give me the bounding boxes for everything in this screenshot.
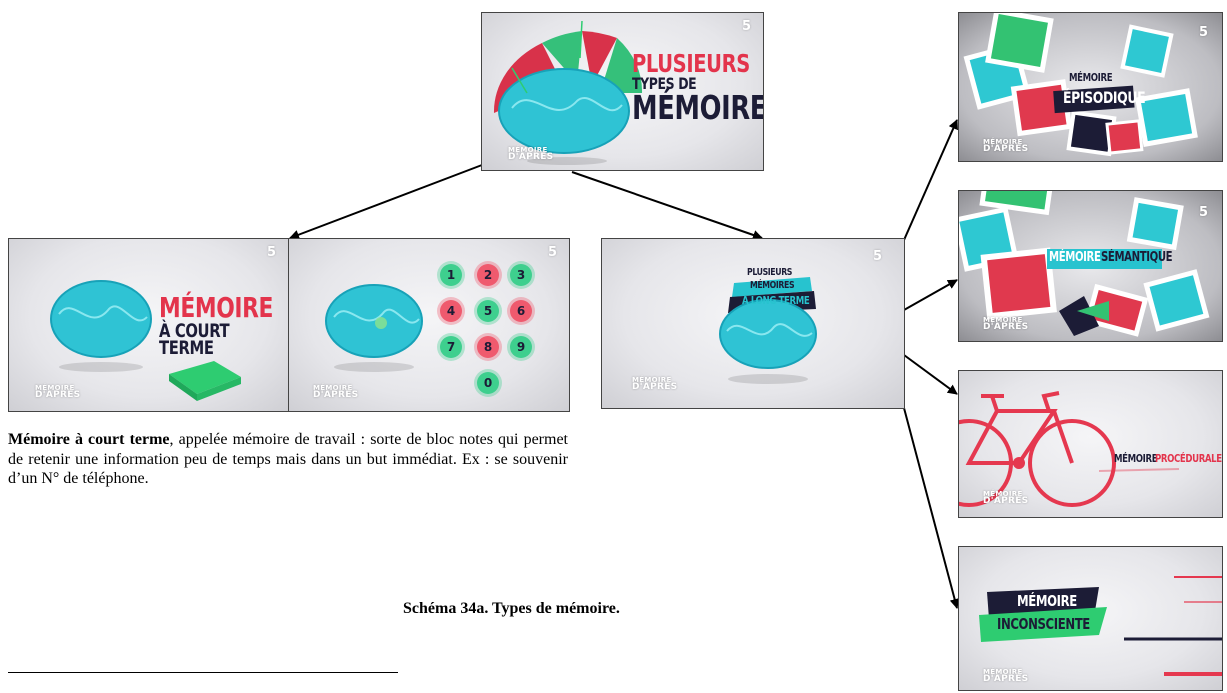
banner-illustration: [979, 576, 1222, 676]
arrow-to-unconscious: [903, 407, 960, 609]
arrow-to-semantic: [903, 279, 958, 311]
channel-logo: 5: [266, 245, 276, 260]
keypad-key-4: 4: [440, 300, 462, 322]
short-term-memory-caption: Mémoire à court terme, appelée mémoire d…: [8, 430, 568, 489]
panel-long-term-memory: PLUSIEURS MÉMOIRES À LONG TERME 5 MÉMOIR…: [601, 238, 905, 409]
channel-logo: 5: [872, 249, 882, 264]
episodic-title-line1: MÉMOIRE: [1069, 71, 1113, 84]
semantic-title-line2: SÉMANTIQUE: [1101, 250, 1173, 265]
brand-small: MÉMOIRE: [35, 384, 75, 392]
keypad-key-2: 2: [477, 264, 499, 286]
channel-logo: 5: [547, 245, 557, 260]
channel-logo: 5: [1198, 25, 1208, 40]
keypad-key-8: 8: [477, 336, 499, 358]
top-title-line3: MÉMOIRE: [632, 88, 764, 127]
bicycle-illustration: [959, 391, 1180, 507]
top-title-line1: PLUSIEURS: [632, 49, 750, 78]
top-title-line2: TYPES DE: [632, 74, 697, 93]
brand-big: D'APRÈS: [508, 152, 554, 162]
photos-collage-illustration: [963, 13, 1198, 157]
brain-notepad-illustration: [50, 280, 241, 401]
brand-big: D'APRÈS: [632, 382, 678, 392]
semantic-title-line1: MÉMOIRE: [1049, 250, 1101, 265]
keypad-key-3: 3: [510, 264, 532, 286]
caption-bold-term: Mémoire à court terme: [8, 431, 170, 448]
brand-small: MÉMOIRE: [313, 384, 353, 392]
procedural-title-line2: PROCÉDURALE: [1155, 452, 1222, 465]
brand-big: D'APRÈS: [983, 674, 1029, 684]
long-term-title-line2: MÉMOIRES: [750, 280, 795, 291]
unconscious-title-line1: MÉMOIRE: [1017, 592, 1077, 610]
channel-logo: 5: [741, 19, 751, 34]
keypad-key-9: 9: [510, 336, 532, 358]
brand-big: D'APRÈS: [983, 496, 1029, 506]
brain-illustration: [325, 284, 423, 372]
figure-title: Schéma 34a. Types de mémoire.: [403, 600, 620, 617]
brand-big: D'APRÈS: [313, 390, 359, 400]
channel-logo: 5: [1198, 205, 1208, 220]
keypad-key-0: 0: [477, 372, 499, 394]
unconscious-title-line2: INCONSCIENTE: [997, 615, 1090, 633]
arrow-to-short-term: [289, 164, 483, 240]
footnote-separator: [8, 672, 398, 673]
brand-small: MÉMOIRE: [983, 668, 1023, 676]
photos-collage-illustration: [959, 191, 1210, 337]
arrow-to-long-term: [571, 171, 763, 240]
brain-banner-illustration: [719, 277, 817, 384]
arrow-to-episodic: [903, 119, 958, 241]
long-term-title-line1: PLUSIEURS: [747, 267, 793, 278]
keypad-key-5: 5: [477, 300, 499, 322]
short-term-title-line2: À COURT TERME: [159, 320, 230, 360]
keypad-key-7: 7: [440, 336, 462, 358]
episodic-title-line2: ÉPISODIQUE: [1063, 88, 1146, 107]
brain-gauge-illustration: [493, 20, 643, 165]
brand-big: D'APRÈS: [35, 390, 81, 400]
brand-big: D'APRÈS: [983, 322, 1029, 332]
long-term-title-line3: À LONG TERME: [742, 294, 810, 307]
keypad-key-6: 6: [510, 300, 532, 322]
brand-big: D'APRÈS: [983, 144, 1029, 154]
arrow-to-procedural: [903, 354, 958, 395]
brand-small: MÉMOIRE: [632, 376, 672, 384]
caption-description: , appelée mémoire de travail : sorte de …: [8, 431, 569, 487]
brand-small: MÉMOIRE: [983, 490, 1023, 498]
procedural-title-line1: MÉMOIRE: [1114, 452, 1158, 465]
keypad-key-1: 1: [440, 264, 462, 286]
brand-small: MÉMOIRE: [983, 316, 1023, 324]
short-term-title-line1: MÉMOIRE: [159, 291, 274, 324]
brand-small: MÉMOIRE: [508, 146, 548, 154]
brand-small: MÉMOIRE: [983, 138, 1023, 146]
